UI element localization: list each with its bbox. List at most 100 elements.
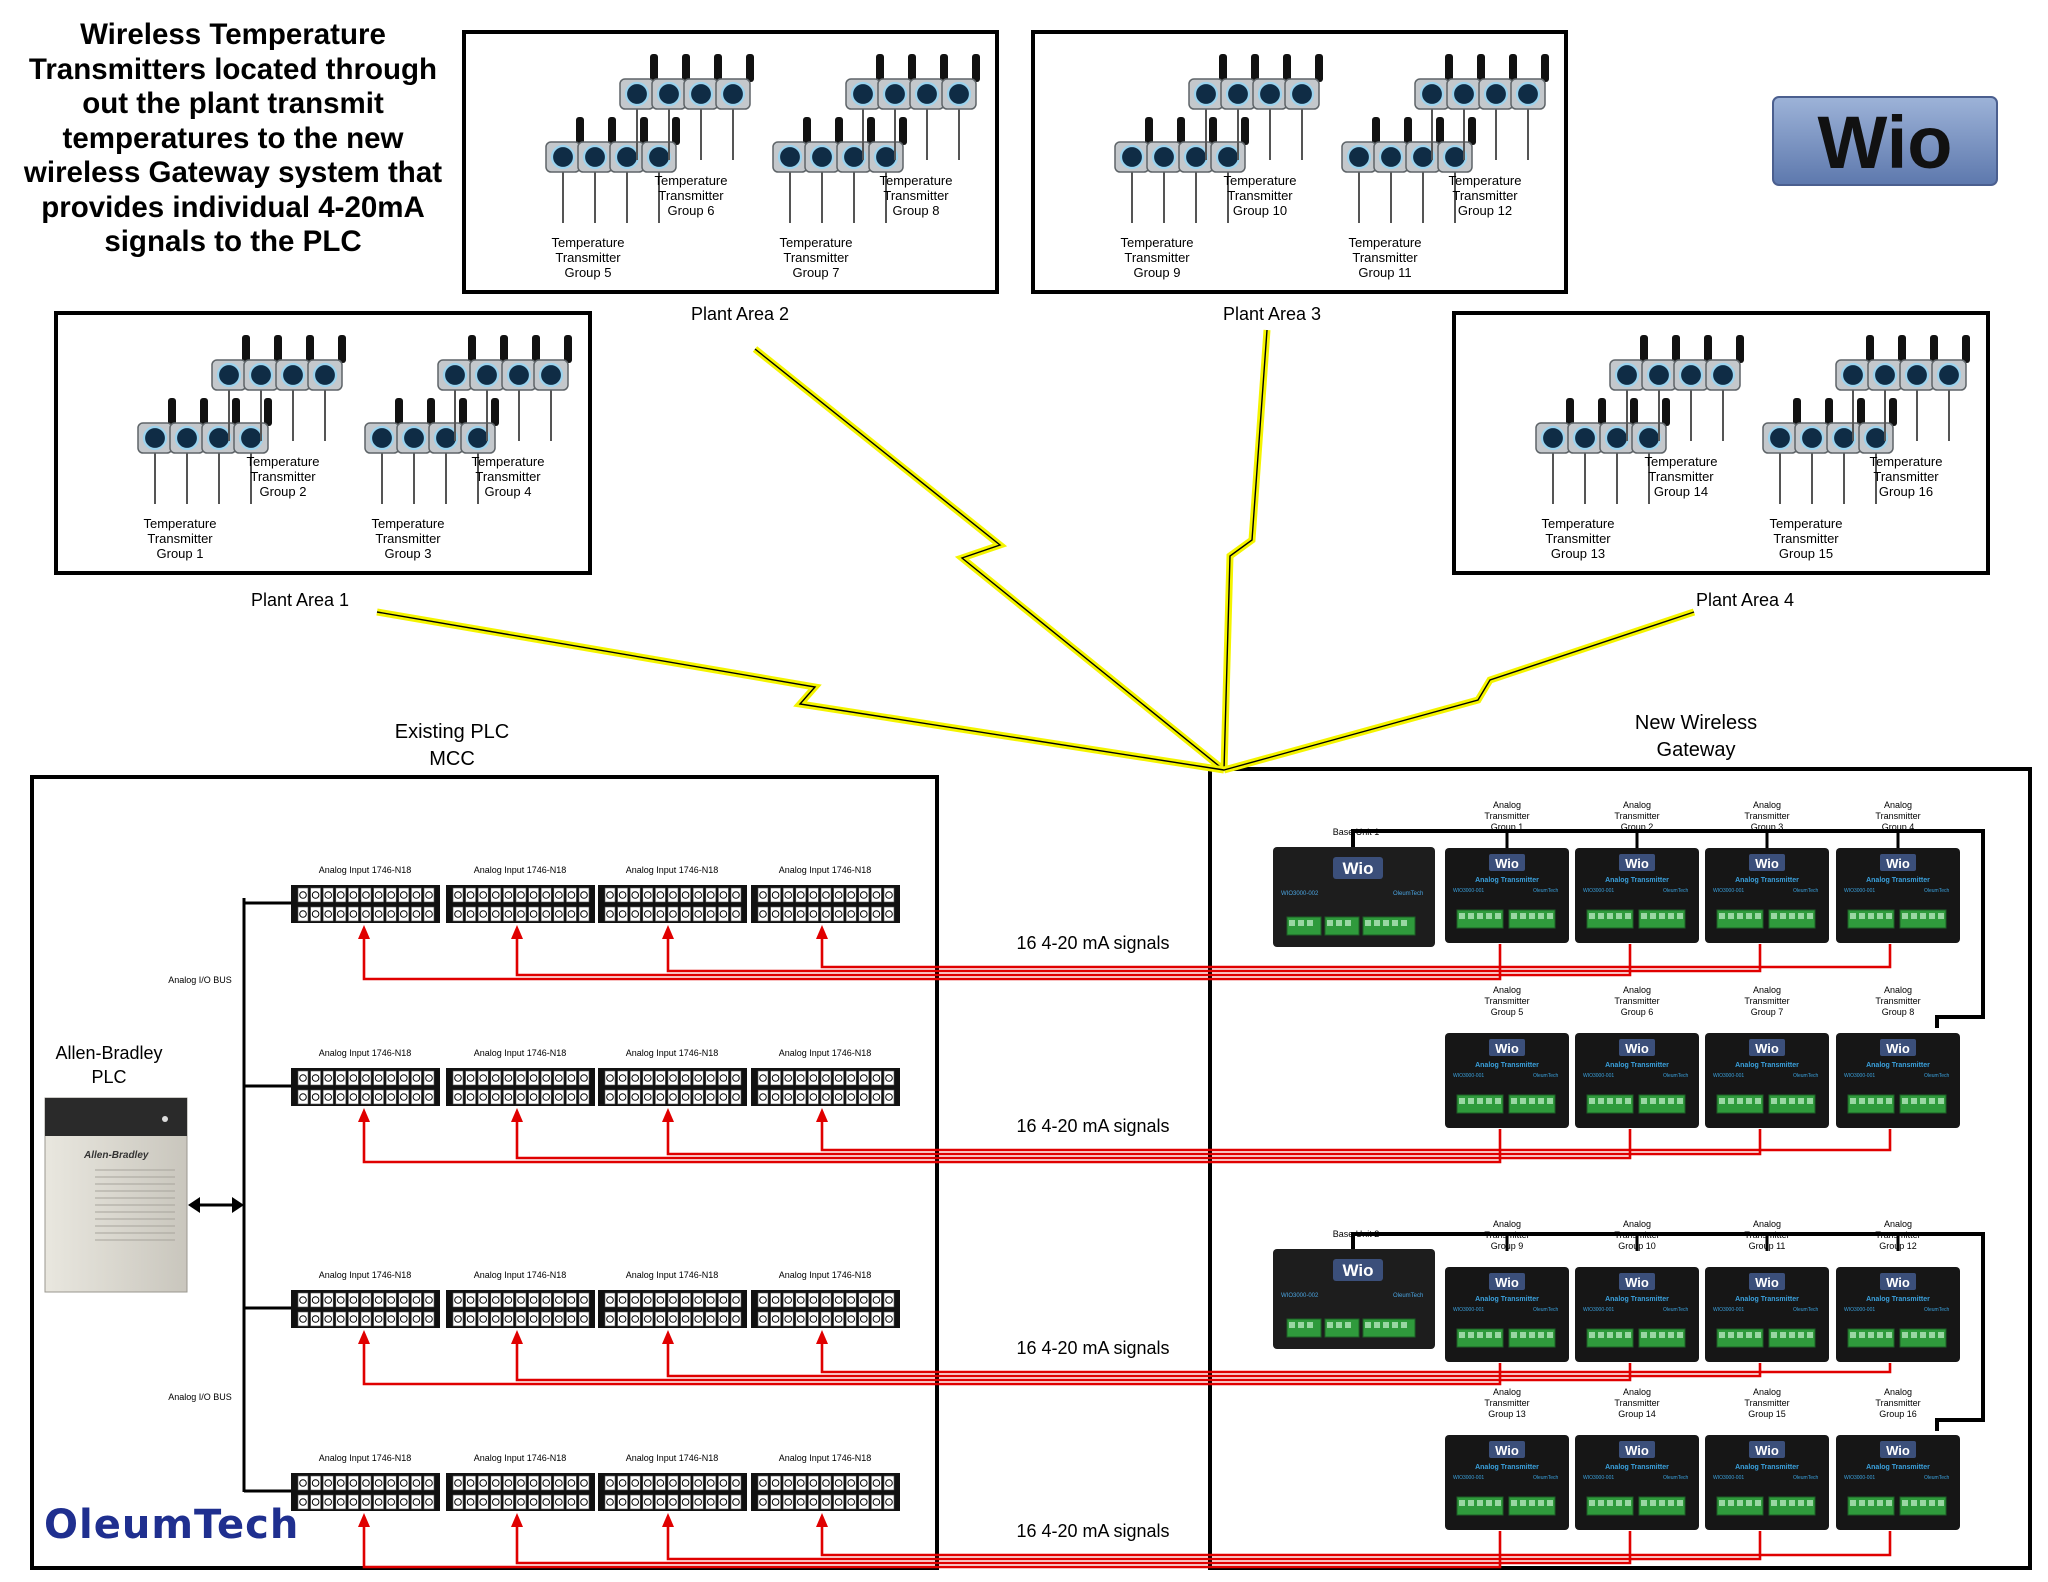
- antenna: [1930, 335, 1938, 363]
- terminal-screw: [784, 1498, 793, 1506]
- terminal-screw: [860, 1296, 868, 1304]
- terminal-screw: [529, 1296, 538, 1304]
- terminal-screw: [1589, 913, 1595, 919]
- terminal-screw: [504, 1479, 513, 1487]
- terminal-screw: [299, 1074, 307, 1082]
- terminal-screw: [1746, 1332, 1752, 1338]
- terminal-screw: [374, 910, 383, 918]
- terminal-screw: [1668, 913, 1674, 919]
- terminal-screw: [529, 1479, 538, 1487]
- transmitter-display: [1614, 362, 1640, 388]
- terminal-screw: [1737, 913, 1743, 919]
- terminal-screw: [885, 1479, 893, 1487]
- terminal-screw: [387, 891, 396, 899]
- transmitter-display: [442, 362, 468, 388]
- transmitter-display: [1636, 425, 1662, 451]
- terminal-screw: [784, 891, 793, 899]
- antenna: [640, 117, 648, 145]
- terminal-screw: [454, 1093, 462, 1101]
- terminal-screw: [872, 891, 881, 899]
- transmitter-display: [1799, 425, 1825, 451]
- terminal-screw: [1650, 1098, 1656, 1104]
- terminal-screw: [425, 1296, 433, 1304]
- antenna: [1145, 117, 1153, 145]
- antenna: [650, 54, 658, 82]
- transmitter-display: [216, 362, 242, 388]
- terminal-screw: [860, 1498, 868, 1506]
- analog-group-label-line2: Transmitter: [1484, 996, 1529, 1006]
- terminal-screw: [1468, 1332, 1474, 1338]
- terminal-screw: [466, 1479, 475, 1487]
- module-label: Analog Input 1746-N18: [779, 1270, 872, 1280]
- terminal-screw: [349, 1479, 358, 1487]
- terminal-screw: [387, 1296, 396, 1304]
- terminal-screw: [542, 1296, 551, 1304]
- terminal-screw: [324, 891, 333, 899]
- terminal-screw: [860, 910, 868, 918]
- terminal-screw: [719, 910, 728, 918]
- terminal-screw: [759, 1315, 767, 1323]
- terminal-screw: [479, 1093, 488, 1101]
- signal-arrow: [358, 1330, 370, 1344]
- terminal-screw: [1511, 913, 1517, 919]
- antenna: [168, 398, 176, 426]
- antenna: [1509, 54, 1517, 82]
- signal-wire: [820, 1113, 1892, 1152]
- group-label-line3: Group 1: [157, 546, 204, 561]
- wireless-link-3: [376, 608, 1225, 774]
- analog-group-label-line1: Analog: [1884, 1219, 1912, 1229]
- group-label-line2: Transmitter: [147, 531, 213, 546]
- terminal-screw: [631, 1074, 640, 1082]
- signal-arrow: [511, 1108, 523, 1122]
- transmitter-display: [720, 81, 746, 107]
- terminal-screw: [1486, 1332, 1492, 1338]
- analog-group-label-line1: Analog: [1493, 800, 1521, 810]
- terminal-screw: [732, 910, 740, 918]
- module-model: WIO3000-001: [1583, 888, 1614, 894]
- signal-arrow: [816, 1330, 828, 1344]
- module-title: Analog Transmitter: [1735, 877, 1799, 884]
- wio-logo: Wio: [1772, 96, 1998, 186]
- terminal-screw: [606, 1074, 614, 1082]
- antenna: [1241, 117, 1249, 145]
- group-label-line2: Transmitter: [1227, 188, 1293, 203]
- analog-group-label-line1: Analog: [1753, 800, 1781, 810]
- terminal-screw: [1486, 913, 1492, 919]
- terminal-screw: [1807, 1098, 1813, 1104]
- terminal-screw: [412, 1315, 421, 1323]
- terminal-screw: [400, 1093, 408, 1101]
- terminal-screw: [644, 1315, 652, 1323]
- analog-group-label-line1: Analog: [1493, 985, 1521, 995]
- module-logo-text: Wio: [1625, 1041, 1649, 1056]
- terminal-screw: [1547, 1332, 1553, 1338]
- group-label-line1: Temperature: [1542, 516, 1615, 531]
- terminal-screw: [454, 910, 462, 918]
- terminal-screw: [479, 1074, 488, 1082]
- terminal-screw: [387, 1315, 396, 1323]
- module-brand: OleumTech: [1533, 1475, 1559, 1481]
- signal-arrow: [662, 1330, 674, 1344]
- terminal-screw: [1547, 913, 1553, 919]
- terminal-screw: [1547, 1098, 1553, 1104]
- signal-wire: [820, 1518, 1892, 1557]
- module-brand: OleumTech: [1924, 1307, 1950, 1313]
- module-title: Analog Transmitter: [1605, 1464, 1669, 1471]
- group-label-line3: Group 14: [1654, 484, 1708, 499]
- antenna: [200, 398, 208, 426]
- terminal-screw: [1886, 1500, 1892, 1506]
- module-label: Analog Input 1746-N18: [779, 1453, 872, 1463]
- antenna: [1704, 335, 1712, 363]
- terminal-screw: [694, 1479, 703, 1487]
- terminal-screw: [1650, 913, 1656, 919]
- terminal-screw: [374, 1479, 383, 1487]
- analog-group-label-line3: Group 14: [1618, 1409, 1656, 1419]
- terminal-screw: [517, 1074, 525, 1082]
- terminal-screw: [797, 1498, 805, 1506]
- antenna: [835, 117, 843, 145]
- antenna: [491, 398, 499, 426]
- plant-area-label: Plant Area 1: [251, 590, 349, 610]
